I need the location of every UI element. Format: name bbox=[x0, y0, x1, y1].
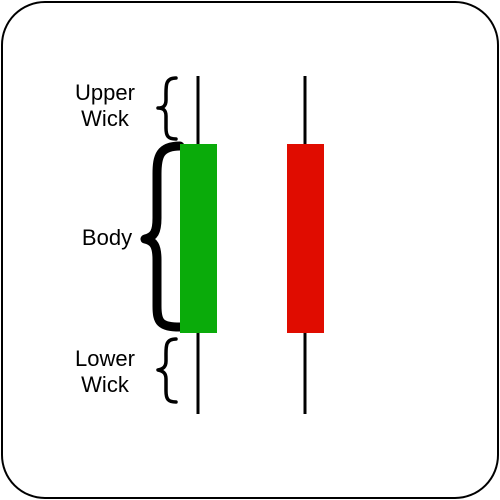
lower-wick-label-line2: Wick bbox=[81, 372, 129, 397]
lower-wick-label-line1: Lower bbox=[75, 346, 135, 371]
bullish-candle-body bbox=[180, 144, 217, 333]
upper-wick-brace bbox=[156, 76, 178, 141]
upper-wick-label-line2: Wick bbox=[81, 106, 129, 131]
body-label: Body bbox=[81, 225, 133, 250]
lower-wick-brace bbox=[156, 337, 178, 404]
bearish-candle-body bbox=[287, 144, 324, 333]
upper-wick-label: Upper Wick bbox=[64, 80, 146, 132]
upper-wick-label-line1: Upper bbox=[75, 80, 135, 105]
lower-wick-label: Lower Wick bbox=[64, 346, 146, 398]
body-brace bbox=[140, 141, 185, 332]
